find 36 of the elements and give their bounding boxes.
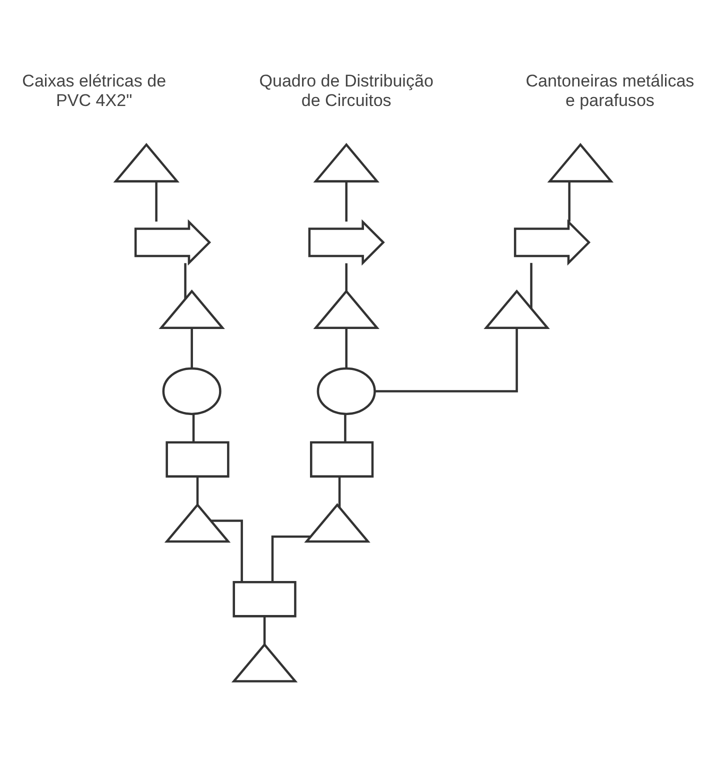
- node-box: [232, 580, 296, 618]
- connector: [271, 536, 311, 582]
- connector: [211, 520, 243, 582]
- connector: [568, 182, 570, 222]
- connector: [345, 182, 348, 222]
- node-box: [166, 441, 230, 478]
- connector: [190, 328, 193, 368]
- connector: [192, 414, 195, 442]
- node-triangle: [231, 642, 298, 682]
- connector: [345, 328, 348, 368]
- node-arrow: [514, 219, 591, 266]
- node-triangle: [547, 142, 614, 182]
- connector: [155, 182, 158, 222]
- node-arrow: [308, 219, 385, 266]
- node-box: [310, 441, 374, 478]
- node-circle: [162, 367, 222, 416]
- node-label: Cantoneiras metálicas e parafusos: [526, 72, 694, 110]
- connector: [196, 476, 199, 505]
- node-triangle: [313, 142, 380, 182]
- node-label: Caixas elétricas de PVC 4X2": [22, 72, 166, 110]
- connector: [344, 414, 346, 442]
- node-triangle: [304, 503, 370, 543]
- node-triangle: [158, 289, 225, 330]
- node-triangle: [313, 289, 380, 330]
- node-label: Quadro de Distribuição de Circuitos: [259, 72, 434, 110]
- node-triangle: [164, 503, 231, 543]
- connector: [345, 263, 348, 291]
- node-triangle: [484, 289, 550, 330]
- connector: [184, 263, 186, 300]
- connector: [263, 616, 266, 645]
- connector: [530, 262, 532, 308]
- node-circle: [316, 367, 376, 416]
- connector: [374, 328, 518, 392]
- connector: [338, 476, 341, 508]
- node-triangle: [113, 142, 180, 182]
- node-arrow: [134, 219, 212, 266]
